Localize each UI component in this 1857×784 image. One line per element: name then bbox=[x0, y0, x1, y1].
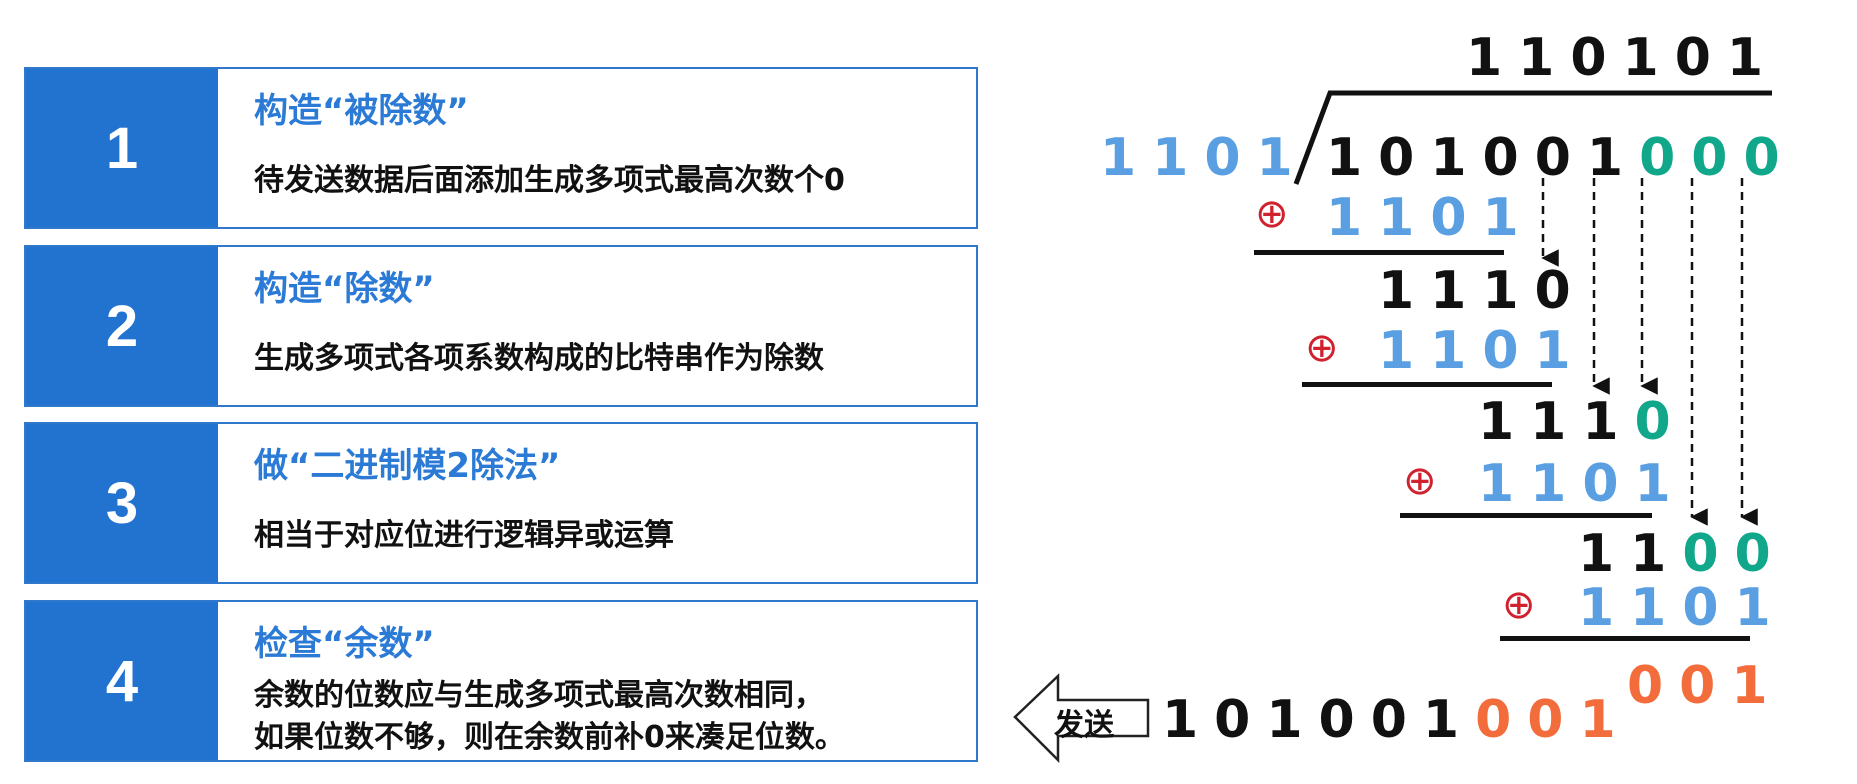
step-number: 3 bbox=[26, 424, 218, 582]
step-title: 构造“除数” bbox=[254, 269, 435, 309]
xor-icon: ⊕ bbox=[1502, 582, 1536, 628]
xor-icon: ⊕ bbox=[1305, 325, 1339, 371]
partial-result: 1100 bbox=[1578, 524, 1787, 584]
step-description: 余数的位数应与生成多项式最高次数相同， bbox=[254, 678, 824, 713]
dividend: 101001000 bbox=[1326, 132, 1796, 184]
subtraction-line bbox=[1500, 636, 1750, 641]
partial-result: 1110 bbox=[1378, 261, 1587, 321]
divisor: 1101 bbox=[1100, 128, 1309, 188]
step-title: 构造“被除数” bbox=[254, 91, 469, 131]
subtraction-line bbox=[1400, 513, 1652, 518]
xor-operand: 1101 bbox=[1326, 188, 1535, 248]
frame-crc: 001 bbox=[1475, 690, 1632, 750]
step-description: 生成多项式各项系数构成的比特串作为除数 bbox=[254, 341, 824, 376]
step-description: 相当于对应位进行逻辑异或运算 bbox=[254, 518, 674, 553]
dividend-padding-zeros: 000 bbox=[1639, 128, 1796, 188]
xor-operand: 1101 bbox=[1578, 578, 1787, 638]
send-arrow-icon bbox=[1013, 673, 1150, 764]
transmitted-frame: 101001001 bbox=[1162, 694, 1632, 746]
step-card-2: 2 构造“除数” 生成多项式各项系数构成的比特串作为除数 bbox=[24, 245, 978, 407]
step-card-1: 1 构造“被除数” 待发送数据后面添加生成多项式最高次数个0 bbox=[24, 67, 978, 229]
dividend-data: 101001 bbox=[1326, 128, 1640, 188]
frame-data: 101001 bbox=[1162, 690, 1476, 750]
step-card-4: 4 检查“余数” 余数的位数应与生成多项式最高次数相同， 如果位数不够，则在余数… bbox=[24, 600, 978, 762]
subtraction-line bbox=[1302, 382, 1552, 387]
step-title: 检查“余数” bbox=[254, 624, 435, 664]
send-label: 发送 bbox=[1054, 708, 1114, 743]
step-number: 1 bbox=[26, 69, 218, 227]
xor-icon: ⊕ bbox=[1255, 191, 1289, 237]
remainder: 001 bbox=[1627, 656, 1784, 716]
xor-operand: 1101 bbox=[1378, 321, 1587, 381]
partial-result: 1110 bbox=[1478, 392, 1687, 452]
xor-operand: 1101 bbox=[1478, 454, 1687, 514]
step-number: 4 bbox=[26, 602, 218, 760]
step-card-3: 3 做“二进制模2除法” 相当于对应位进行逻辑异或运算 bbox=[24, 422, 978, 584]
step-title: 做“二进制模2除法” bbox=[254, 446, 561, 486]
step-description-line2: 如果位数不够，则在余数前补0来凑足位数。 bbox=[254, 720, 845, 755]
step-number: 2 bbox=[26, 247, 218, 405]
subtraction-line bbox=[1254, 250, 1504, 255]
xor-icon: ⊕ bbox=[1403, 458, 1437, 504]
division-bracket bbox=[1293, 90, 1772, 185]
quotient: 110101 bbox=[1466, 28, 1780, 88]
step-description: 待发送数据后面添加生成多项式最高次数个0 bbox=[254, 163, 845, 198]
